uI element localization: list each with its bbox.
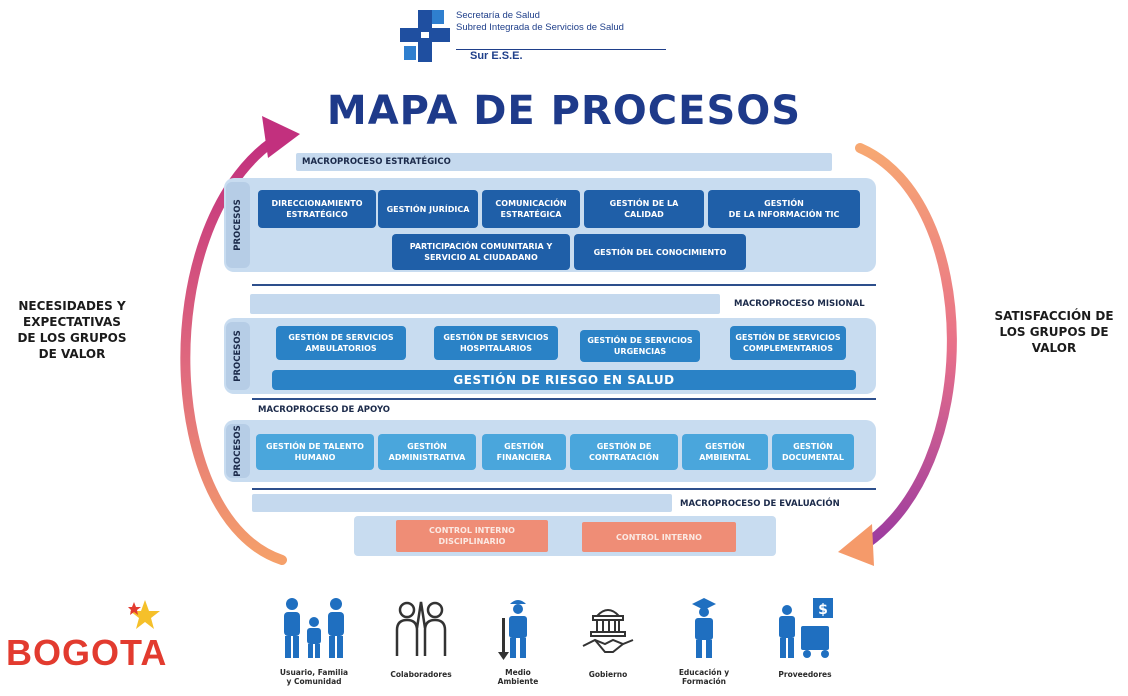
process-gestion-ambiental[interactable]: GESTIÓN AMBIENTAL xyxy=(682,434,768,470)
section-divider xyxy=(252,398,876,400)
procesos-label: PROCESOS xyxy=(233,199,244,251)
org-line-3: Sur E.S.E. xyxy=(470,50,523,62)
right-side-label: SATISFACCIÓN DE LOS GRUPOS DE VALOR xyxy=(994,309,1114,355)
process-gestion-financiera[interactable]: GESTIÓN FINANCIERA xyxy=(482,434,566,470)
process-gestion-documental[interactable]: GESTIÓN DOCUMENTAL xyxy=(772,434,854,470)
left-side-label: NECESIDADES Y EXPECTATIVAS DE LOS GRUPOS… xyxy=(17,299,127,361)
org-name: Secretaría de Salud Subred Integrada de … xyxy=(456,10,624,34)
process-servicios-hospitalarios[interactable]: GESTIÓN DE SERVICIOS HOSPITALARIOS xyxy=(434,326,558,360)
org-line-2: Subred Integrada de Servicios de Salud xyxy=(456,22,624,33)
process-servicios-ambulatorios[interactable]: GESTIÓN DE SERVICIOS AMBULATORIOS xyxy=(276,326,406,360)
apoyo-label: MACROPROCESO DE APOYO xyxy=(258,405,391,415)
stakeholder-label-gobierno: Gobierno xyxy=(588,670,628,679)
process-control-interno[interactable]: CONTROL INTERNO xyxy=(582,522,736,552)
family-icon xyxy=(274,594,354,660)
star-icon xyxy=(128,600,160,629)
procesos-label: PROCESOS xyxy=(233,425,244,477)
org-line-1: Secretaría de Salud xyxy=(456,10,540,21)
health-cross-logo-icon xyxy=(400,10,450,62)
process-talento-humano[interactable]: GESTIÓN DE TALENTO HUMANO xyxy=(256,434,374,470)
collaborators-icon xyxy=(388,594,454,658)
stakeholder-label-educacion: Educación y Formación xyxy=(678,668,730,686)
government-handshake-icon xyxy=(578,600,638,658)
misional-header-bar xyxy=(250,294,720,314)
process-gestion-riesgo-salud[interactable]: GESTIÓN DE RIESGO EN SALUD xyxy=(272,370,856,390)
process-gestion-juridica[interactable]: GESTIÓN JURÍDICA xyxy=(378,190,478,228)
section-divider xyxy=(252,284,876,286)
estrategico-procesos-tab: PROCESOS xyxy=(226,182,250,268)
process-control-interno-disciplinario[interactable]: CONTROL INTERNO DISCIPLINARIO xyxy=(396,520,548,552)
procesos-label: PROCESOS xyxy=(233,330,244,382)
misional-label: MACROPROCESO MISIONAL xyxy=(734,299,865,309)
process-direccionamiento-estrategico[interactable]: DIRECCIONAMIENTO ESTRATÉGICO xyxy=(258,190,376,228)
evaluacion-label: MACROPROCESO DE EVALUACIÓN xyxy=(680,499,840,509)
stakeholder-label-medio-ambiente: Medio Ambiente xyxy=(497,668,539,686)
stakeholder-label-colaboradores: Colaboradores xyxy=(390,670,452,679)
process-participacion-comunitaria[interactable]: PARTICIPACIÓN COMUNITARIA Y SERVICIO AL … xyxy=(392,234,570,270)
evaluacion-header-bar xyxy=(252,494,672,512)
page-title: MAPA DE PROCESOS xyxy=(326,88,802,134)
process-servicios-urgencias[interactable]: GESTIÓN DE SERVICIOS URGENCIAS xyxy=(580,330,700,362)
logo-divider xyxy=(456,49,666,50)
section-divider xyxy=(252,488,876,490)
stakeholder-label-proveedores: Proveedores xyxy=(778,670,832,679)
estrategico-label: MACROPROCESO ESTRATÉGICO xyxy=(302,157,455,167)
process-gestion-conocimiento[interactable]: GESTIÓN DEL CONOCIMIENTO xyxy=(574,234,746,270)
process-gestion-informacion-tic[interactable]: GESTIÓN DE LA INFORMACIÓN TIC xyxy=(708,190,860,228)
svg-text:$: $ xyxy=(818,602,828,618)
stakeholder-label-usuario: Usuario, Familia y Comunidad xyxy=(279,668,349,686)
graduate-icon xyxy=(686,594,722,660)
right-cycle-arrow-icon xyxy=(838,143,957,566)
misional-procesos-tab: PROCESOS xyxy=(226,322,250,390)
process-gestion-administrativa[interactable]: GESTIÓN ADMINISTRATIVA xyxy=(378,434,476,470)
process-comunicacion-estrategica[interactable]: COMUNICACIÓN ESTRATÉGICA xyxy=(482,190,580,228)
supplier-icon: $ xyxy=(772,594,838,660)
apoyo-procesos-tab: PROCESOS xyxy=(226,424,250,478)
process-servicios-complementarios[interactable]: GESTIÓN DE SERVICIOS COMPLEMENTARIOS xyxy=(730,326,846,360)
process-gestion-calidad[interactable]: GESTIÓN DE LA CALIDAD xyxy=(584,190,704,228)
bogota-brand: BOGOTA xyxy=(6,632,168,673)
worker-environment-icon xyxy=(496,594,540,660)
process-gestion-contratacion[interactable]: GESTIÓN DE CONTRATACIÓN xyxy=(570,434,678,470)
